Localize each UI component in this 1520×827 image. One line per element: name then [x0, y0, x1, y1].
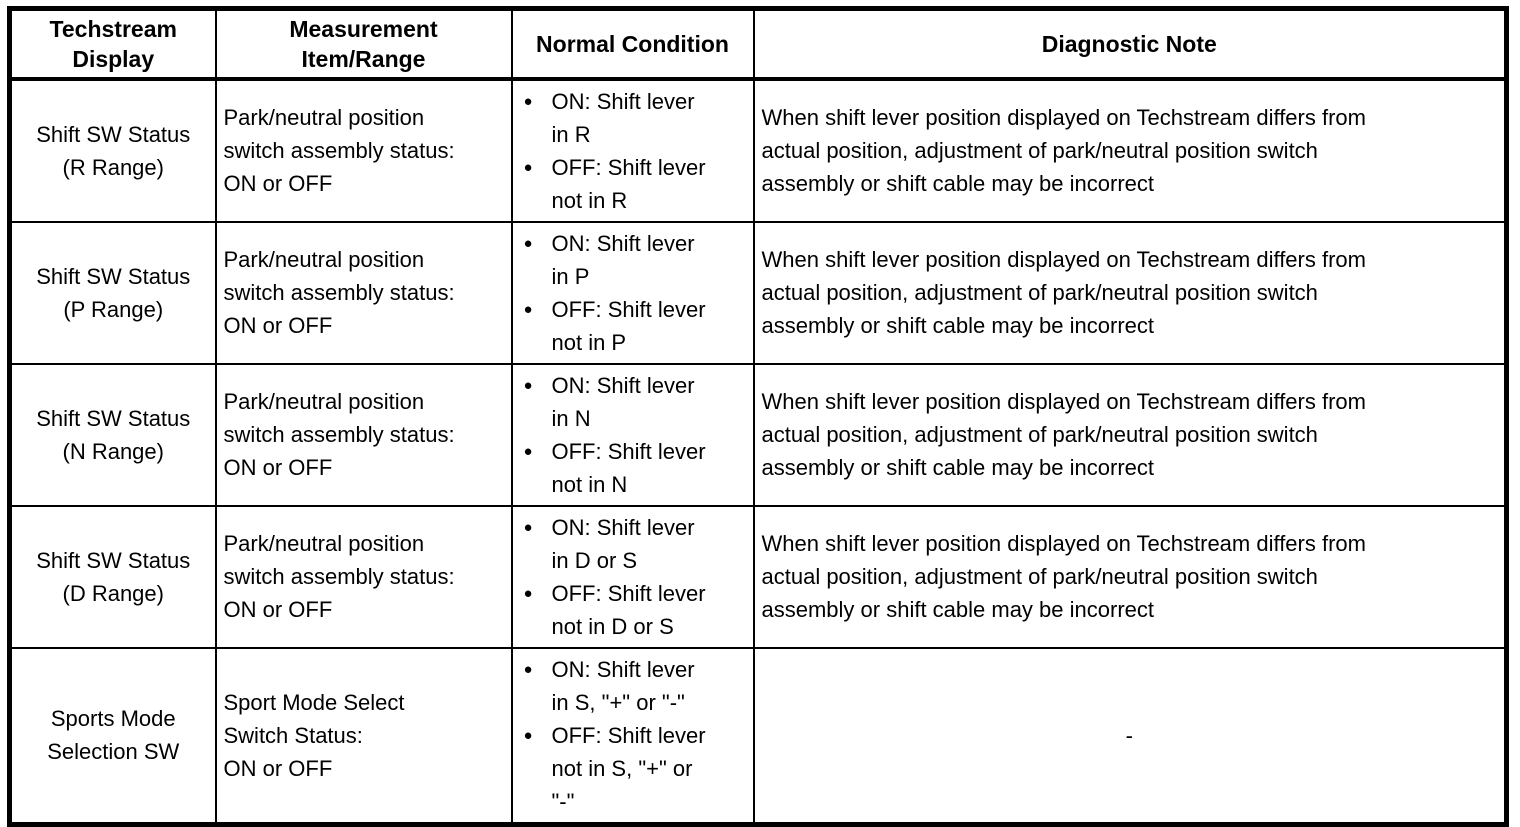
cell-diagnostic-note: When shift lever position displayed on T…	[752, 362, 1508, 507]
bullet-icon: ●	[523, 442, 533, 460]
condition-text: ON: Shift lever in N	[551, 372, 695, 431]
cell-measurement-item-range: Park/neutral position switch assembly st…	[214, 77, 513, 223]
column-header-normal-condition: Normal Condition	[510, 7, 755, 81]
bullet-icon: ●	[523, 158, 533, 176]
cell-measurement-item-range: Park/neutral position switch assembly st…	[214, 362, 513, 507]
condition-text: OFF: Shift lever not in S, "+" or "-"	[551, 722, 706, 814]
bullet-icon: ●	[523, 726, 533, 744]
cell-measurement-item-range: Park/neutral position switch assembly st…	[214, 220, 513, 365]
condition-item: ● OFF: Shift lever not in P	[520, 293, 746, 359]
condition-list: ● ON: Shift lever in P ● OFF: Shift leve…	[520, 227, 746, 359]
condition-text: ON: Shift lever in D or S	[551, 514, 695, 573]
table-row-shift-sw-r-range: Shift SW Status (R Range) Park/neutral p…	[8, 77, 1508, 223]
table-row-sports-mode-selection-sw: Sports Mode Selection SW Sport Mode Sele…	[8, 646, 1508, 825]
cell-diagnostic-note: When shift lever position displayed on T…	[752, 77, 1508, 223]
condition-item: ● ON: Shift lever in P	[520, 227, 746, 293]
bullet-icon: ●	[523, 300, 533, 318]
diagnostic-data-table: Techstream Display Measurement Item/Rang…	[7, 6, 1509, 827]
bullet-icon: ●	[523, 518, 533, 536]
cell-techstream-display: Shift SW Status (D Range)	[8, 504, 217, 649]
condition-item: ● ON: Shift lever in R	[520, 85, 746, 151]
cell-normal-condition: ● ON: Shift lever in D or S ● OFF: Shift…	[510, 504, 755, 649]
bullet-icon: ●	[523, 234, 533, 252]
cell-normal-condition: ● ON: Shift lever in N ● OFF: Shift leve…	[510, 362, 755, 507]
condition-item: ● OFF: Shift lever not in N	[520, 435, 746, 501]
table-header-row: Techstream Display Measurement Item/Rang…	[8, 7, 1508, 81]
condition-text: ON: Shift lever in P	[551, 230, 695, 289]
column-header-diagnostic-note: Diagnostic Note	[752, 7, 1508, 81]
condition-text: OFF: Shift lever not in P	[551, 296, 706, 355]
cell-normal-condition: ● ON: Shift lever in R ● OFF: Shift leve…	[510, 77, 755, 223]
condition-item: ● OFF: Shift lever not in S, "+" or "-"	[520, 719, 746, 818]
cell-techstream-display: Sports Mode Selection SW	[8, 646, 217, 825]
condition-item: ● OFF: Shift lever not in R	[520, 151, 746, 217]
table-row-shift-sw-p-range: Shift SW Status (P Range) Park/neutral p…	[8, 220, 1508, 365]
condition-list: ● ON: Shift lever in S, "+" or "-" ● OFF…	[520, 653, 746, 818]
bullet-icon: ●	[523, 584, 533, 602]
cell-measurement-item-range: Sport Mode Select Switch Status: ON or O…	[214, 646, 513, 825]
condition-list: ● ON: Shift lever in N ● OFF: Shift leve…	[520, 369, 746, 501]
condition-text: ON: Shift lever in R	[551, 88, 695, 147]
table-row-shift-sw-n-range: Shift SW Status (N Range) Park/neutral p…	[8, 362, 1508, 507]
condition-text: OFF: Shift lever not in R	[551, 154, 706, 213]
condition-item: ● OFF: Shift lever not in D or S	[520, 577, 746, 643]
condition-text: ON: Shift lever in S, "+" or "-"	[551, 656, 695, 715]
cell-normal-condition: ● ON: Shift lever in P ● OFF: Shift leve…	[510, 220, 755, 365]
cell-measurement-item-range: Park/neutral position switch assembly st…	[214, 504, 513, 649]
page: { "table": { "bullet_icon": "●", "header…	[7, 6, 1509, 827]
column-header-techstream-display: Techstream Display	[8, 7, 217, 81]
cell-diagnostic-note: When shift lever position displayed on T…	[752, 504, 1508, 649]
bullet-icon: ●	[523, 376, 533, 394]
condition-item: ● ON: Shift lever in N	[520, 369, 746, 435]
condition-list: ● ON: Shift lever in R ● OFF: Shift leve…	[520, 85, 746, 217]
bullet-icon: ●	[523, 660, 533, 678]
cell-normal-condition: ● ON: Shift lever in S, "+" or "-" ● OFF…	[510, 646, 755, 825]
condition-item: ● ON: Shift lever in S, "+" or "-"	[520, 653, 746, 719]
cell-techstream-display: Shift SW Status (P Range)	[8, 220, 217, 365]
condition-text: OFF: Shift lever not in D or S	[551, 580, 706, 639]
condition-item: ● ON: Shift lever in D or S	[520, 511, 746, 577]
condition-text: OFF: Shift lever not in N	[551, 438, 706, 497]
cell-techstream-display: Shift SW Status (N Range)	[8, 362, 217, 507]
column-header-measurement-item-range: Measurement Item/Range	[214, 7, 513, 81]
table-row-shift-sw-d-range: Shift SW Status (D Range) Park/neutral p…	[8, 504, 1508, 649]
cell-diagnostic-note: When shift lever position displayed on T…	[752, 220, 1508, 365]
cell-diagnostic-note: -	[752, 646, 1508, 825]
condition-list: ● ON: Shift lever in D or S ● OFF: Shift…	[520, 511, 746, 643]
cell-techstream-display: Shift SW Status (R Range)	[8, 77, 217, 223]
bullet-icon: ●	[523, 92, 533, 110]
